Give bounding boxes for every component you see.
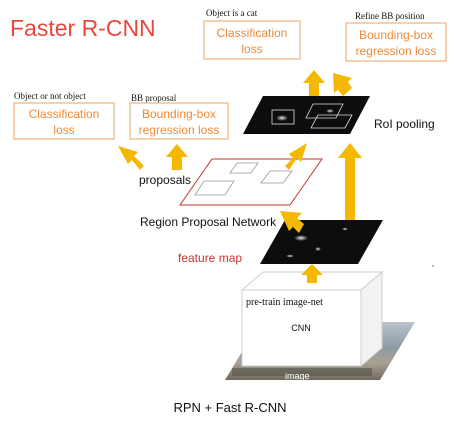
arrows xyxy=(118,70,362,283)
figure-caption: RPN + Fast R-CNN xyxy=(173,400,286,415)
arrow-roi-to-fast-reg xyxy=(333,73,352,96)
fast-cls-line2: loss xyxy=(241,42,262,56)
arrow-cnn-to-feature-map xyxy=(301,264,323,283)
caption-refine-bb: Refine BB position xyxy=(355,11,425,21)
arrow-feature-map-to-proposals xyxy=(280,211,304,233)
stray-dot xyxy=(432,265,434,267)
rpn-bbox-regression-loss-box: Bounding-box regression loss xyxy=(129,102,229,140)
fast-bbox-regression-loss-box: Bounding-box regression loss xyxy=(345,22,447,62)
fast-reg-line1: Bounding-box xyxy=(359,28,433,42)
caption-bb-proposal: BB proposal xyxy=(131,93,177,103)
cnn-block xyxy=(240,270,384,368)
caption-object-is-cat: Object is a cat xyxy=(206,8,258,18)
pretrain-label: pre-train image-net xyxy=(246,297,323,308)
proposals-plane xyxy=(179,158,323,206)
feature-map xyxy=(260,220,383,264)
feature-map-label: feature map xyxy=(178,251,242,265)
rpn-classification-loss-box: Classification loss xyxy=(13,102,115,140)
fast-reg-line2: regression loss xyxy=(356,44,437,58)
caption-object-or-not: Object or not object xyxy=(14,91,86,101)
fast-cls-line1: Classification xyxy=(217,26,288,40)
arrow-roi-to-fast-cls xyxy=(303,70,325,96)
rpn-reg-line1: Bounding-box xyxy=(142,107,216,121)
fast-classification-loss-box: Classification loss xyxy=(203,20,301,60)
cnn-label: CNN xyxy=(291,323,311,333)
arrow-proposals-to-rpn-reg xyxy=(166,144,188,170)
proposals-label: proposals xyxy=(139,173,191,187)
rpn-reg-line2: regression loss xyxy=(139,123,220,137)
arrow-proposals-to-rpn-cls xyxy=(118,146,144,170)
arrow-feature-map-to-roi xyxy=(338,143,362,220)
roi-pooling-label: RoI pooling xyxy=(374,117,435,131)
title: Faster R-CNN xyxy=(10,15,156,41)
roi-pooling-map xyxy=(243,96,370,134)
image-label: image xyxy=(285,371,310,381)
arrow-proposals-to-roi xyxy=(285,143,307,170)
rpn-label: Region Proposal Network xyxy=(140,215,277,229)
rpn-cls-line1: Classification xyxy=(29,107,100,121)
rpn-cls-line2: loss xyxy=(53,123,74,137)
